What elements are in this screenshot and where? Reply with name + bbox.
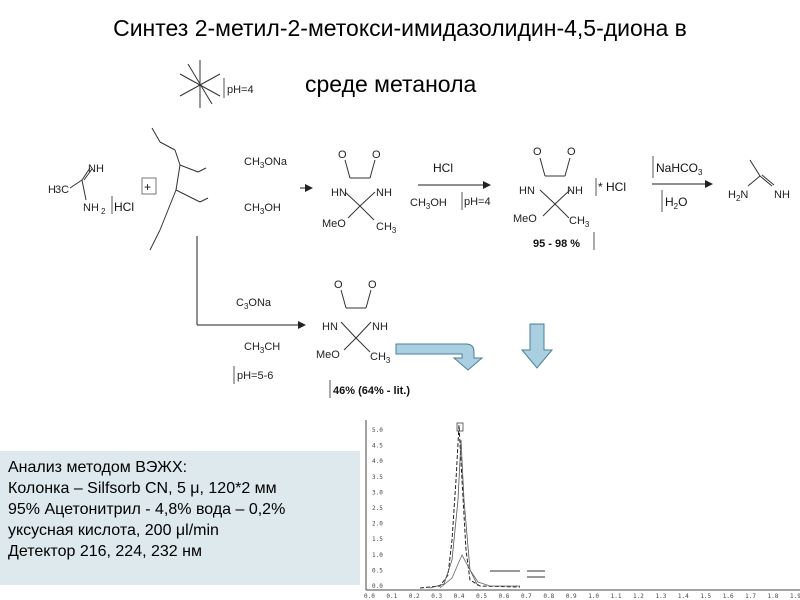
x-tick-label: 1.0 xyxy=(588,593,599,600)
x-tick-label: 0.3 xyxy=(431,593,442,600)
x-tick-label: 0.9 xyxy=(566,593,577,600)
svg-text:O: O xyxy=(334,279,343,291)
y-tick-label: 2.0 xyxy=(372,521,383,528)
hplc-info-line: Детектор 216, 224, 232 нм xyxy=(8,543,202,560)
hcl-label: HCl xyxy=(114,200,134,214)
svg-text:CH3: CH3 xyxy=(376,221,397,235)
x-tick-label: 0.0 xyxy=(364,593,375,600)
svg-text:O: O xyxy=(338,149,347,161)
svg-text:O: O xyxy=(372,149,381,161)
final-amidine-structure: H2N NH xyxy=(728,159,790,203)
x-tick-label: 1.9 xyxy=(790,593,800,600)
y-tick-label: 3.0 xyxy=(372,489,383,496)
x-tick-label: 0.8 xyxy=(543,593,554,600)
curved-arrow-icon xyxy=(395,343,484,371)
chromatogram-trace-2 xyxy=(429,439,479,589)
page-title-line1: Синтез 2-метил-2-метокси-имидазолидин-4,… xyxy=(113,15,687,41)
svg-text:NH: NH xyxy=(774,189,790,201)
cond2-acid: HCl xyxy=(433,161,453,175)
svg-text:MeO: MeO xyxy=(513,213,537,225)
svg-text:O: O xyxy=(368,279,377,291)
hplc-info-panel: Анализ методом ВЭЖХ: Колонка – Silfsorb … xyxy=(0,451,360,585)
svg-text:MeO: MeO xyxy=(316,349,340,361)
svg-text:NH: NH xyxy=(567,185,583,197)
stereo-star-icon xyxy=(179,60,221,108)
alt-solvent: CH3CH xyxy=(244,341,280,355)
chromatogram-trace-1 xyxy=(419,424,521,589)
x-tick-label: 0.6 xyxy=(499,593,510,600)
y-tick-label: 1.5 xyxy=(372,536,383,543)
cond1-base: CH3ONa xyxy=(244,156,288,170)
svg-text:NH: NH xyxy=(376,187,392,199)
cond3-solvent: H2O xyxy=(665,195,687,211)
hplc-info-line: Колонка – Silfsorb CN, 5 μ, 120*2 мм xyxy=(8,480,277,497)
svg-text:HN: HN xyxy=(331,187,347,199)
y-tick-label: 4.0 xyxy=(372,458,383,465)
x-tick-label: 0.4 xyxy=(454,593,465,600)
y-tick-label: 3.5 xyxy=(372,474,383,481)
alt-base: C3ONa xyxy=(236,297,272,311)
svg-text:HN: HN xyxy=(322,321,338,333)
svg-text:2: 2 xyxy=(101,207,106,216)
amidine-structure: H 3C NH NH 2 xyxy=(48,163,106,216)
y-tick-label: 5.0 xyxy=(372,427,383,434)
hplc-info-line: 95% Ацетонитрил - 4,8% вода – 0,2% xyxy=(8,501,286,518)
svg-text:NH: NH xyxy=(372,321,388,333)
page-title-line2: среде метанола xyxy=(305,71,477,97)
svg-text:HN: HN xyxy=(519,185,535,197)
x-tick-label: 1.3 xyxy=(655,593,666,600)
y-tick-label: 4.5 xyxy=(372,443,383,450)
y-tick-label: 2.5 xyxy=(372,505,383,512)
x-tick-label: 1.7 xyxy=(745,593,756,600)
cond2-ph: pH=4 xyxy=(464,196,491,208)
down-arrow-icon xyxy=(520,323,554,369)
x-tick-label: 1.2 xyxy=(633,593,644,600)
x-tick-label: 0.5 xyxy=(476,593,487,600)
svg-text:NH: NH xyxy=(83,202,99,214)
plus-sign: + xyxy=(144,180,151,194)
x-tick-label: 0.7 xyxy=(521,593,532,600)
x-tick-label: 1.6 xyxy=(723,593,734,600)
cond3-base: NaHCO3 xyxy=(656,161,703,177)
svg-text:NH: NH xyxy=(88,163,104,175)
hplc-info-line: Анализ методом ВЭЖХ: xyxy=(8,459,188,476)
svg-text:O: O xyxy=(533,146,542,158)
svg-text:MeO: MeO xyxy=(322,218,346,230)
y-tick-label: 0.5 xyxy=(372,567,383,574)
chromatogram-trace-3 xyxy=(439,554,520,589)
svg-text:3C: 3C xyxy=(55,184,69,196)
imidazolidinedione-ring-3: O O HN NH MeO CH3 xyxy=(316,279,391,365)
x-tick-label: 0.2 xyxy=(409,593,420,600)
yield-1: 95 - 98 % xyxy=(533,238,580,250)
hplc-info-line: уксусная кислота, 200 μl/min xyxy=(8,522,219,539)
x-tick-label: 0.1 xyxy=(386,593,397,600)
svg-text:H: H xyxy=(48,184,56,196)
y-tick-label: 1.0 xyxy=(372,552,383,559)
svg-text:H2N: H2N xyxy=(728,189,748,203)
svg-text:CH3: CH3 xyxy=(370,351,391,365)
x-tick-label: 1.8 xyxy=(768,593,779,600)
product-salt-label: * HCl xyxy=(598,180,626,194)
x-tick-label: 1.1 xyxy=(611,593,622,600)
yield-2: 46% (64% - lit.) xyxy=(333,385,410,397)
cond2-solvent: CH3OH xyxy=(410,197,447,211)
diethyl-oxalate-structure xyxy=(149,127,209,251)
cond1-solvent: CH3OH xyxy=(244,202,281,216)
alt-ph: pH=5-6 xyxy=(237,370,273,382)
x-tick-label: 1.4 xyxy=(678,593,689,600)
y-tick-label: 0.0 xyxy=(372,583,383,590)
imidazolidinedione-ring-2: O O HN NH MeO CH3 xyxy=(513,146,590,229)
x-tick-label: 1.5 xyxy=(700,593,711,600)
imidazolidinedione-ring-1: O O HN NH MeO CH3 xyxy=(322,149,397,235)
svg-text:O: O xyxy=(567,146,576,158)
svg-text:CH3: CH3 xyxy=(569,215,590,229)
ph-top-label: pH=4 xyxy=(227,84,254,96)
